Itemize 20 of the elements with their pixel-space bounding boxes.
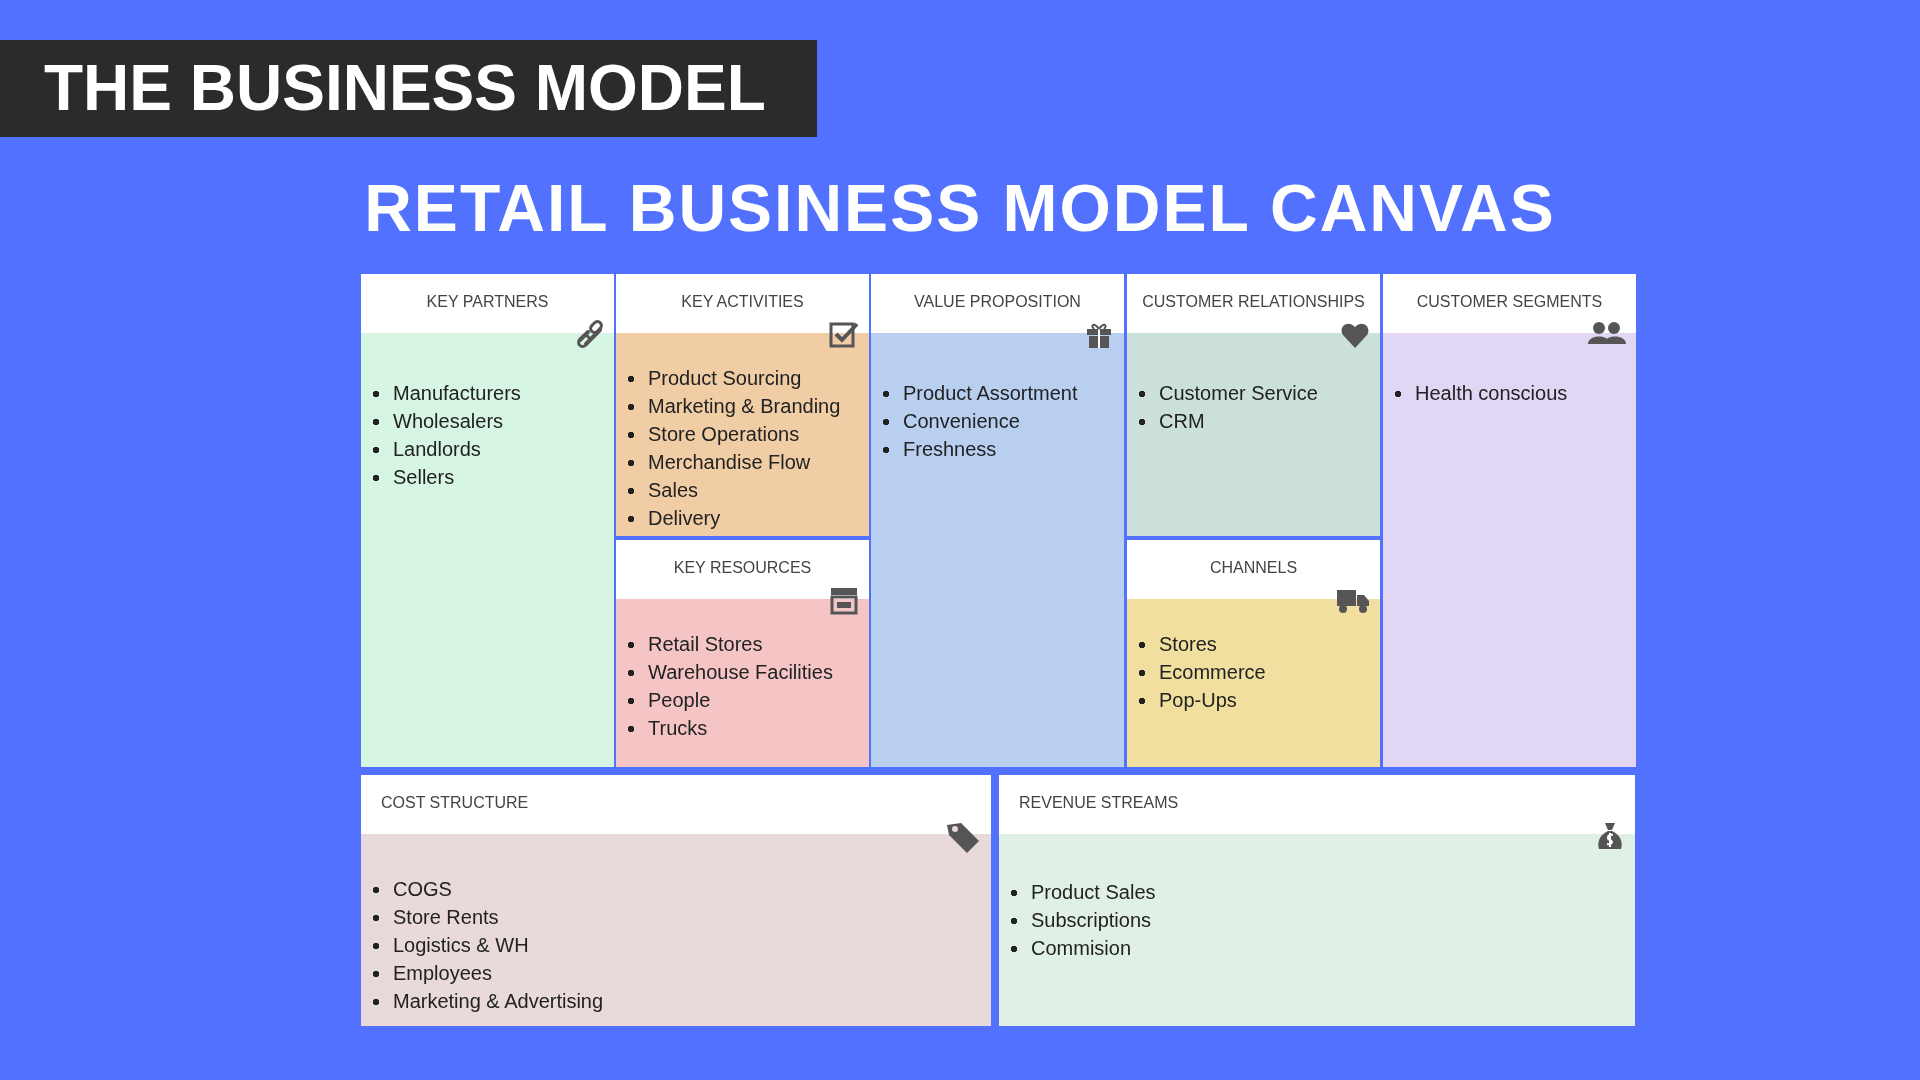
section-heading: KEY ACTIVITIES — [680, 293, 805, 311]
canvas-panel — [1127, 274, 1380, 536]
canvas-panel — [1127, 540, 1380, 767]
banner-title: THE BUSINESS MODEL — [0, 40, 817, 137]
section-heading: KEY PARTNERS — [425, 293, 550, 311]
canvas-panel — [1383, 274, 1636, 767]
canvas-panel — [999, 775, 1635, 1026]
section-heading: CUSTOMER SEGMENTS — [1415, 293, 1604, 311]
section-heading: CUSTOMER RELATIONSHIPS — [1141, 293, 1366, 311]
section-heading: REVENUE STREAMS — [1019, 794, 1179, 812]
canvas-panel — [361, 775, 991, 1026]
canvas-panel — [871, 274, 1124, 767]
section-heading: KEY RESOURCES — [672, 559, 813, 577]
section-heading: COST STRUCTURE — [381, 794, 529, 812]
canvas-panel — [616, 274, 869, 536]
section-heading: VALUE PROPOSITION — [913, 293, 1082, 311]
canvas-panel — [361, 274, 614, 767]
section-heading: CHANNELS — [1208, 559, 1299, 577]
canvas-panel — [616, 540, 869, 767]
page-title: RETAIL BUSINESS MODEL CANVAS — [364, 171, 1556, 245]
